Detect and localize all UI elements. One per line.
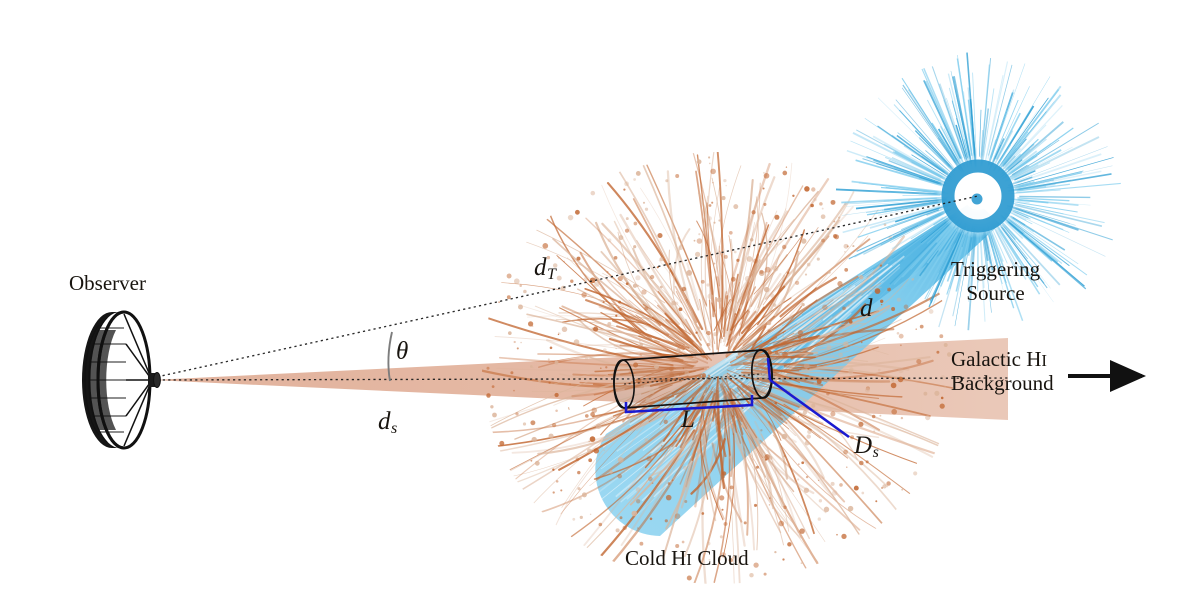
galactic-background-label-line1: Galactic HI: [951, 347, 1048, 371]
triggering-source-burst: [835, 52, 1121, 331]
sight-line-dT: [151, 195, 979, 379]
galactic-background-label-line2: Background: [951, 370, 1054, 395]
label-theta: θ: [396, 338, 409, 365]
observer-label: Observer: [69, 271, 146, 295]
observer-dish: [82, 310, 161, 450]
sight-line-ds: [151, 377, 1009, 381]
source-ring: [941, 159, 1015, 233]
label-dT: dT: [534, 254, 556, 284]
feed-horn: [148, 372, 161, 388]
galactic-background-label: Galactic HI Background: [951, 347, 1054, 395]
cold-hi-cloud-label: Cold HI Cloud: [625, 546, 749, 570]
label-L: L: [681, 406, 695, 433]
leader-line-Ds: [766, 357, 850, 439]
triggering-source-label: Triggering Source: [951, 257, 1041, 305]
label-d: d: [860, 295, 873, 322]
triggering-source-label-line1: Triggering: [951, 257, 1041, 281]
angle-marker-theta: [387, 331, 393, 382]
length-bracket-L: [624, 395, 754, 414]
triggering-source-label-line2: Source: [966, 280, 1025, 305]
cloud-path-cylinder: [613, 349, 773, 409]
label-ds: ds: [378, 408, 398, 438]
label-Ds: Ds: [854, 432, 879, 462]
